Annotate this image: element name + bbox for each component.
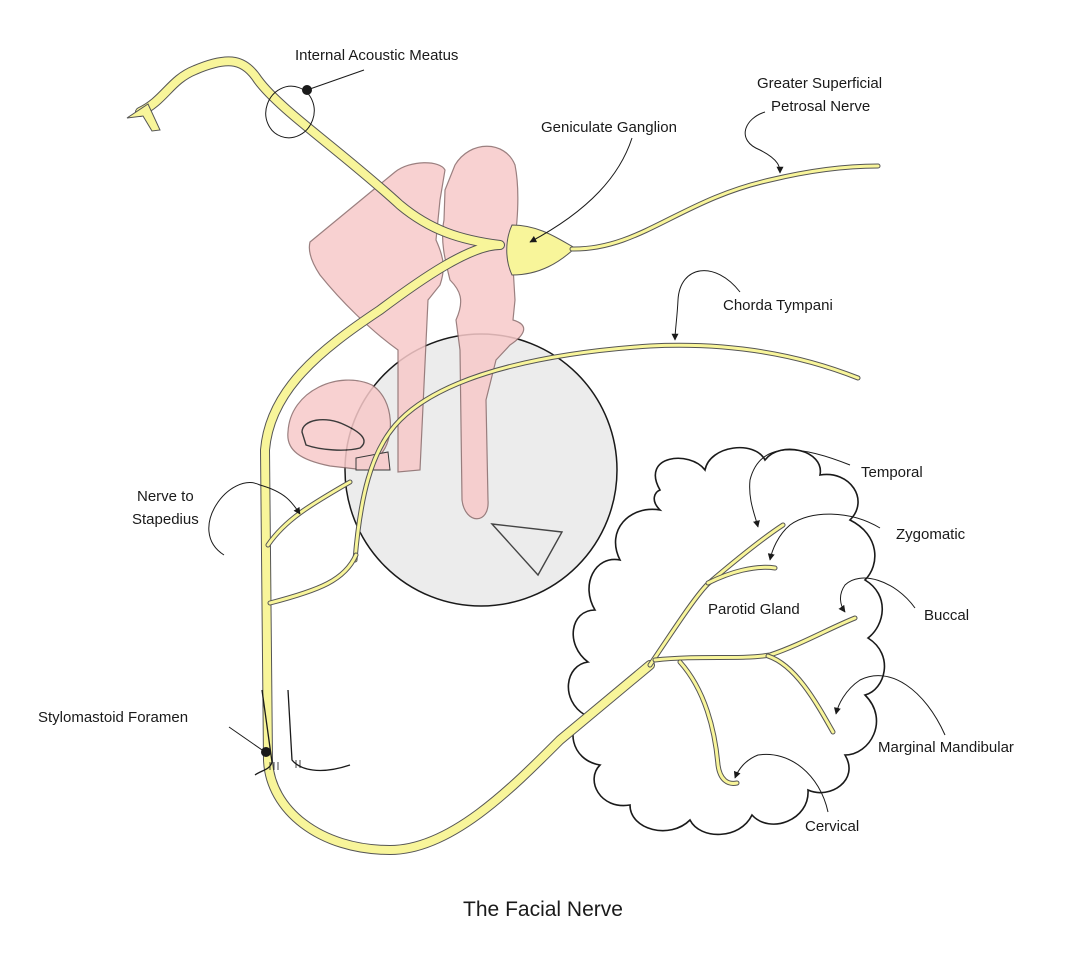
label-buccal: Buccal xyxy=(924,607,969,624)
geniculate-ganglion xyxy=(506,224,576,276)
middle-ear-quadrilateral xyxy=(490,523,564,577)
label-stylomastoid-foramen: Stylomastoid Foramen xyxy=(38,709,188,726)
stylomastoid-foramen-walls xyxy=(254,689,351,776)
label-zygomatic: Zygomatic xyxy=(896,526,966,543)
label-geniculate-ganglion: Geniculate Ganglion xyxy=(541,119,677,136)
bone-cochlea-inner xyxy=(301,418,365,451)
nerve-tip-fork xyxy=(126,103,161,132)
label-internal-acoustic-meatus: Internal Acoustic Meatus xyxy=(295,47,458,64)
label-nerve-to-stapedius-line1: Nerve to xyxy=(137,488,194,505)
diagram-title: The Facial Nerve xyxy=(463,898,623,921)
label-marginal-mandibular: Marginal Mandibular xyxy=(878,739,1014,756)
label-temporal: Temporal xyxy=(861,464,923,481)
stylomastoid-dot xyxy=(261,747,271,757)
leaders xyxy=(208,69,946,813)
iam-ring xyxy=(265,85,315,139)
label-chorda-tympani: Chorda Tympani xyxy=(723,297,833,314)
label-parotid-gland: Parotid Gland xyxy=(708,601,800,618)
label-nerve-to-stapedius-line2: Stapedius xyxy=(132,511,199,528)
label-greater-superficial-line2: Petrosal Nerve xyxy=(771,98,870,115)
greater-superficial-petrosal-nerve xyxy=(569,163,881,252)
parotid-gland-outline xyxy=(567,446,886,836)
iam-dot xyxy=(302,85,312,95)
label-greater-superficial-line1: Greater Superficial xyxy=(757,75,882,92)
nerve-to-stapedius xyxy=(265,479,353,548)
label-cervical: Cervical xyxy=(805,818,859,835)
facial-nerve xyxy=(126,56,881,855)
